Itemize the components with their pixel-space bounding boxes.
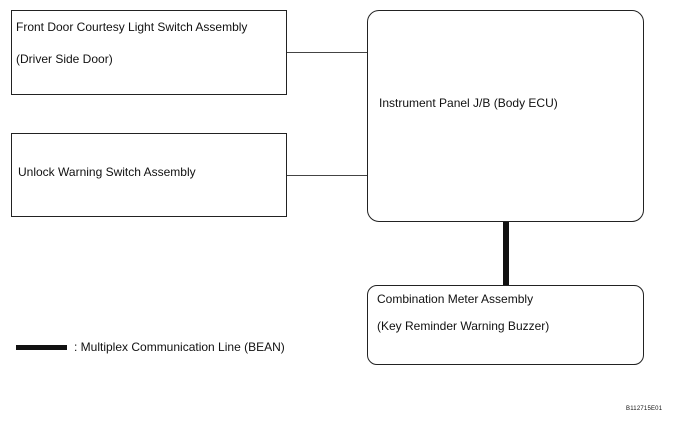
combination-meter-label: Combination Meter Assembly	[377, 292, 534, 306]
unlock-warning-switch-label: Unlock Warning Switch Assembly	[18, 165, 196, 179]
courtesy-switch-sublabel: (Driver Side Door)	[16, 52, 113, 66]
body-ecu-box: Instrument Panel J/B (Body ECU)	[367, 10, 644, 222]
combination-meter-sublabel: (Key Reminder Warning Buzzer)	[377, 319, 550, 333]
body-ecu-label: Instrument Panel J/B (Body ECU)	[379, 96, 558, 110]
unlock-switch-connector	[287, 175, 367, 176]
legend-multiplex-label: : Multiplex Communication Line (BEAN)	[74, 340, 285, 354]
courtesy-switch-box: Front Door Courtesy Light Switch Assembl…	[11, 10, 287, 95]
figure-id: B112715E01	[626, 406, 663, 412]
multiplex-communication-line	[503, 222, 509, 285]
courtesy-switch-connector	[287, 52, 367, 53]
legend-multiplex-line-symbol	[16, 345, 67, 350]
unlock-warning-switch-box: Unlock Warning Switch Assembly	[11, 133, 287, 217]
combination-meter-box: Combination Meter Assembly (Key Reminder…	[367, 285, 644, 365]
courtesy-switch-label: Front Door Courtesy Light Switch Assembl…	[16, 20, 248, 34]
